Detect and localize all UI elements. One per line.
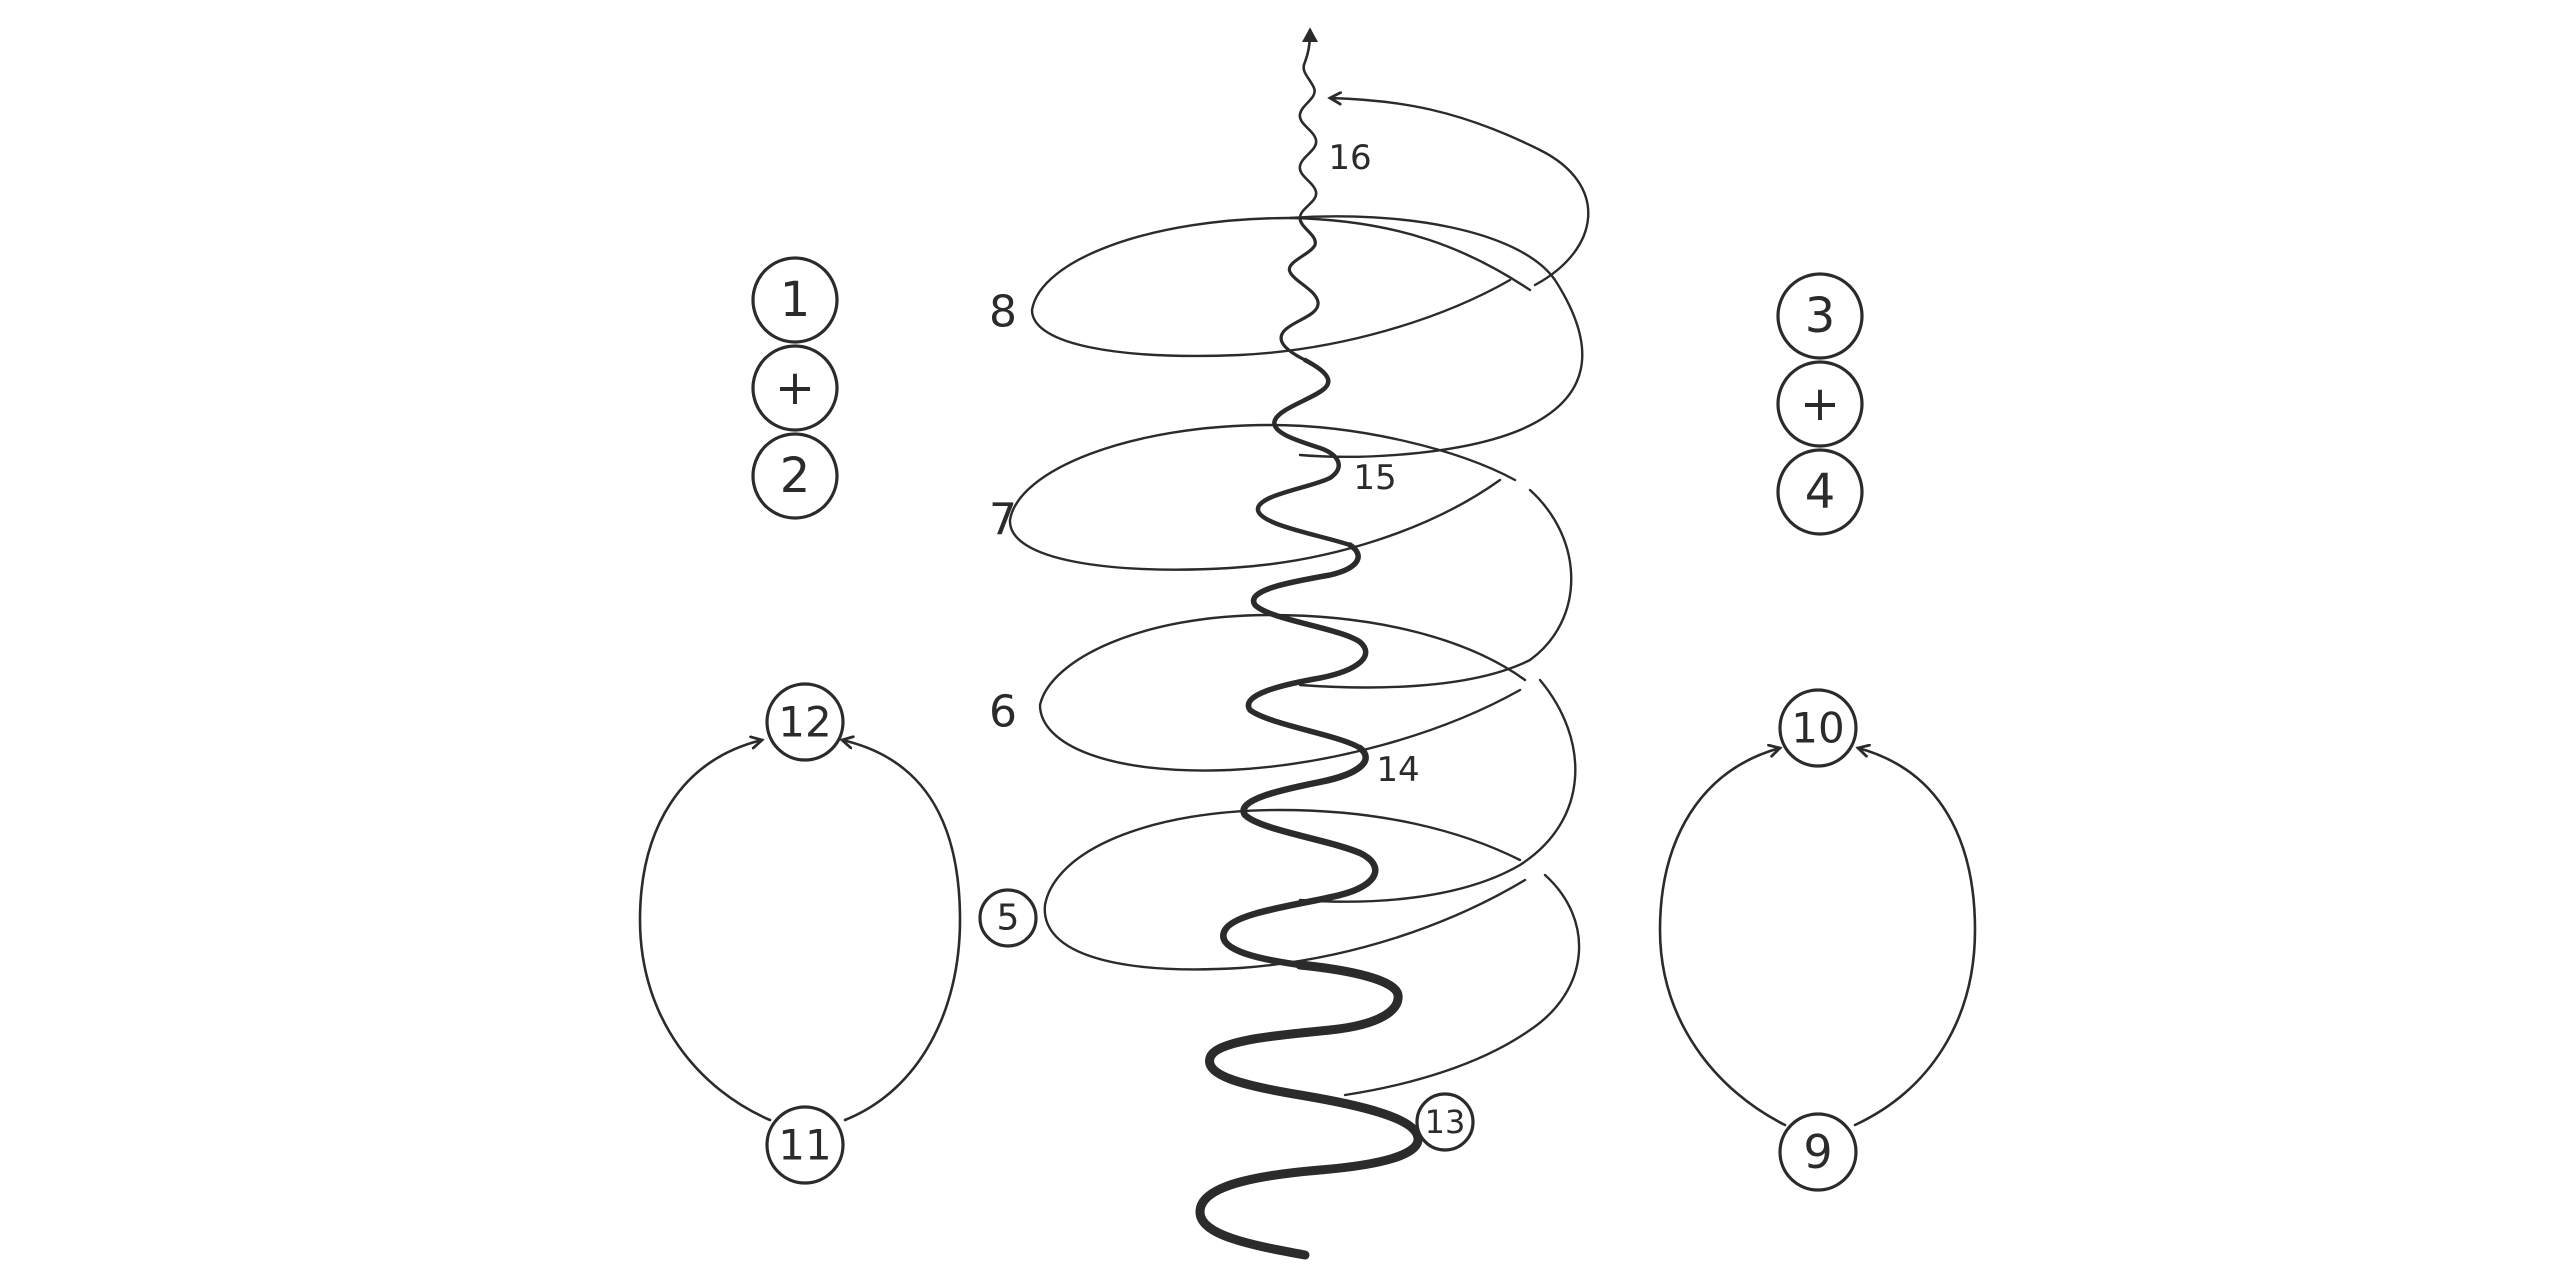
operator-plus-left: + bbox=[775, 360, 815, 416]
cycle-left: 12 11 bbox=[638, 682, 962, 1185]
loop-label-6: 6 bbox=[989, 687, 1017, 738]
wave-segment-upper-middle bbox=[1255, 357, 1353, 548]
wave-segment-middle bbox=[1245, 542, 1369, 751]
stack-right: 3 + 4 bbox=[1776, 272, 1864, 536]
coil-loop-5-back bbox=[1043, 808, 1527, 971]
cycle-right-arrow-outer bbox=[1658, 748, 1787, 1127]
wave-label-16: 16 bbox=[1328, 138, 1371, 178]
coil-top-arrow bbox=[1330, 98, 1590, 287]
node-9-label: 9 bbox=[1803, 1125, 1832, 1179]
node-11-circle bbox=[765, 1105, 845, 1185]
loop-label-7: 7 bbox=[989, 495, 1017, 546]
wave-segment-top bbox=[1298, 27, 1318, 220]
loop-label-8: 8 bbox=[989, 287, 1017, 338]
helix-loop-labels: 8 7 6 5 bbox=[978, 287, 1038, 948]
node-2-circle bbox=[751, 432, 839, 520]
loop-label-5: 5 bbox=[997, 898, 1020, 939]
node-11-label: 11 bbox=[778, 1121, 831, 1170]
cycle-right: 10 9 bbox=[1658, 688, 1977, 1192]
operator-plus-right: + bbox=[1800, 376, 1840, 432]
cycle-left-arrow-outer bbox=[638, 740, 772, 1122]
node-4-circle bbox=[1776, 448, 1864, 536]
node-3-label: 3 bbox=[1805, 288, 1836, 344]
wave-label-15: 15 bbox=[1353, 458, 1396, 498]
node-4-label: 4 bbox=[1805, 464, 1836, 520]
coil-loop-6-front bbox=[1298, 678, 1577, 903]
cycle-left-arrow-inner bbox=[842, 740, 962, 1122]
coil-loop-6-back bbox=[1038, 613, 1527, 772]
node-2-label: 2 bbox=[780, 448, 811, 504]
central-wave bbox=[1195, 27, 1423, 1260]
coil-loop-5-front bbox=[1343, 873, 1581, 1097]
coil-loop-8-back bbox=[1030, 216, 1532, 358]
coil-loop-8-front bbox=[1288, 215, 1584, 458]
wave-label-14: 14 bbox=[1376, 750, 1419, 790]
wave-segment-upper bbox=[1279, 216, 1320, 362]
coil-loop-7-front bbox=[1298, 488, 1573, 689]
operator-plus-right-circle bbox=[1776, 360, 1864, 448]
stack-left: 1 + 2 bbox=[751, 256, 839, 520]
node-10-circle bbox=[1778, 688, 1858, 768]
node-12-label: 12 bbox=[778, 698, 831, 747]
wave-segment-middle-low bbox=[1220, 744, 1379, 969]
node-12-circle bbox=[765, 682, 845, 762]
operator-plus-left-circle bbox=[751, 344, 839, 432]
wave-13-circle bbox=[1415, 1092, 1475, 1152]
helix-coil bbox=[1008, 98, 1590, 1097]
node-9-circle bbox=[1778, 1112, 1858, 1192]
loop-5-circle bbox=[978, 888, 1038, 948]
node-1-label: 1 bbox=[780, 272, 811, 328]
node-10-label: 10 bbox=[1791, 704, 1844, 753]
wave-label-13: 13 bbox=[1425, 1103, 1466, 1141]
node-1-circle bbox=[751, 256, 839, 344]
wave-segment-bottom bbox=[1195, 960, 1423, 1260]
cycle-right-arrow-inner bbox=[1853, 748, 1977, 1127]
wave-labels: 13 14 15 16 bbox=[1328, 138, 1475, 1152]
node-3-circle bbox=[1776, 272, 1864, 360]
coil-loop-7-back bbox=[1008, 423, 1517, 571]
